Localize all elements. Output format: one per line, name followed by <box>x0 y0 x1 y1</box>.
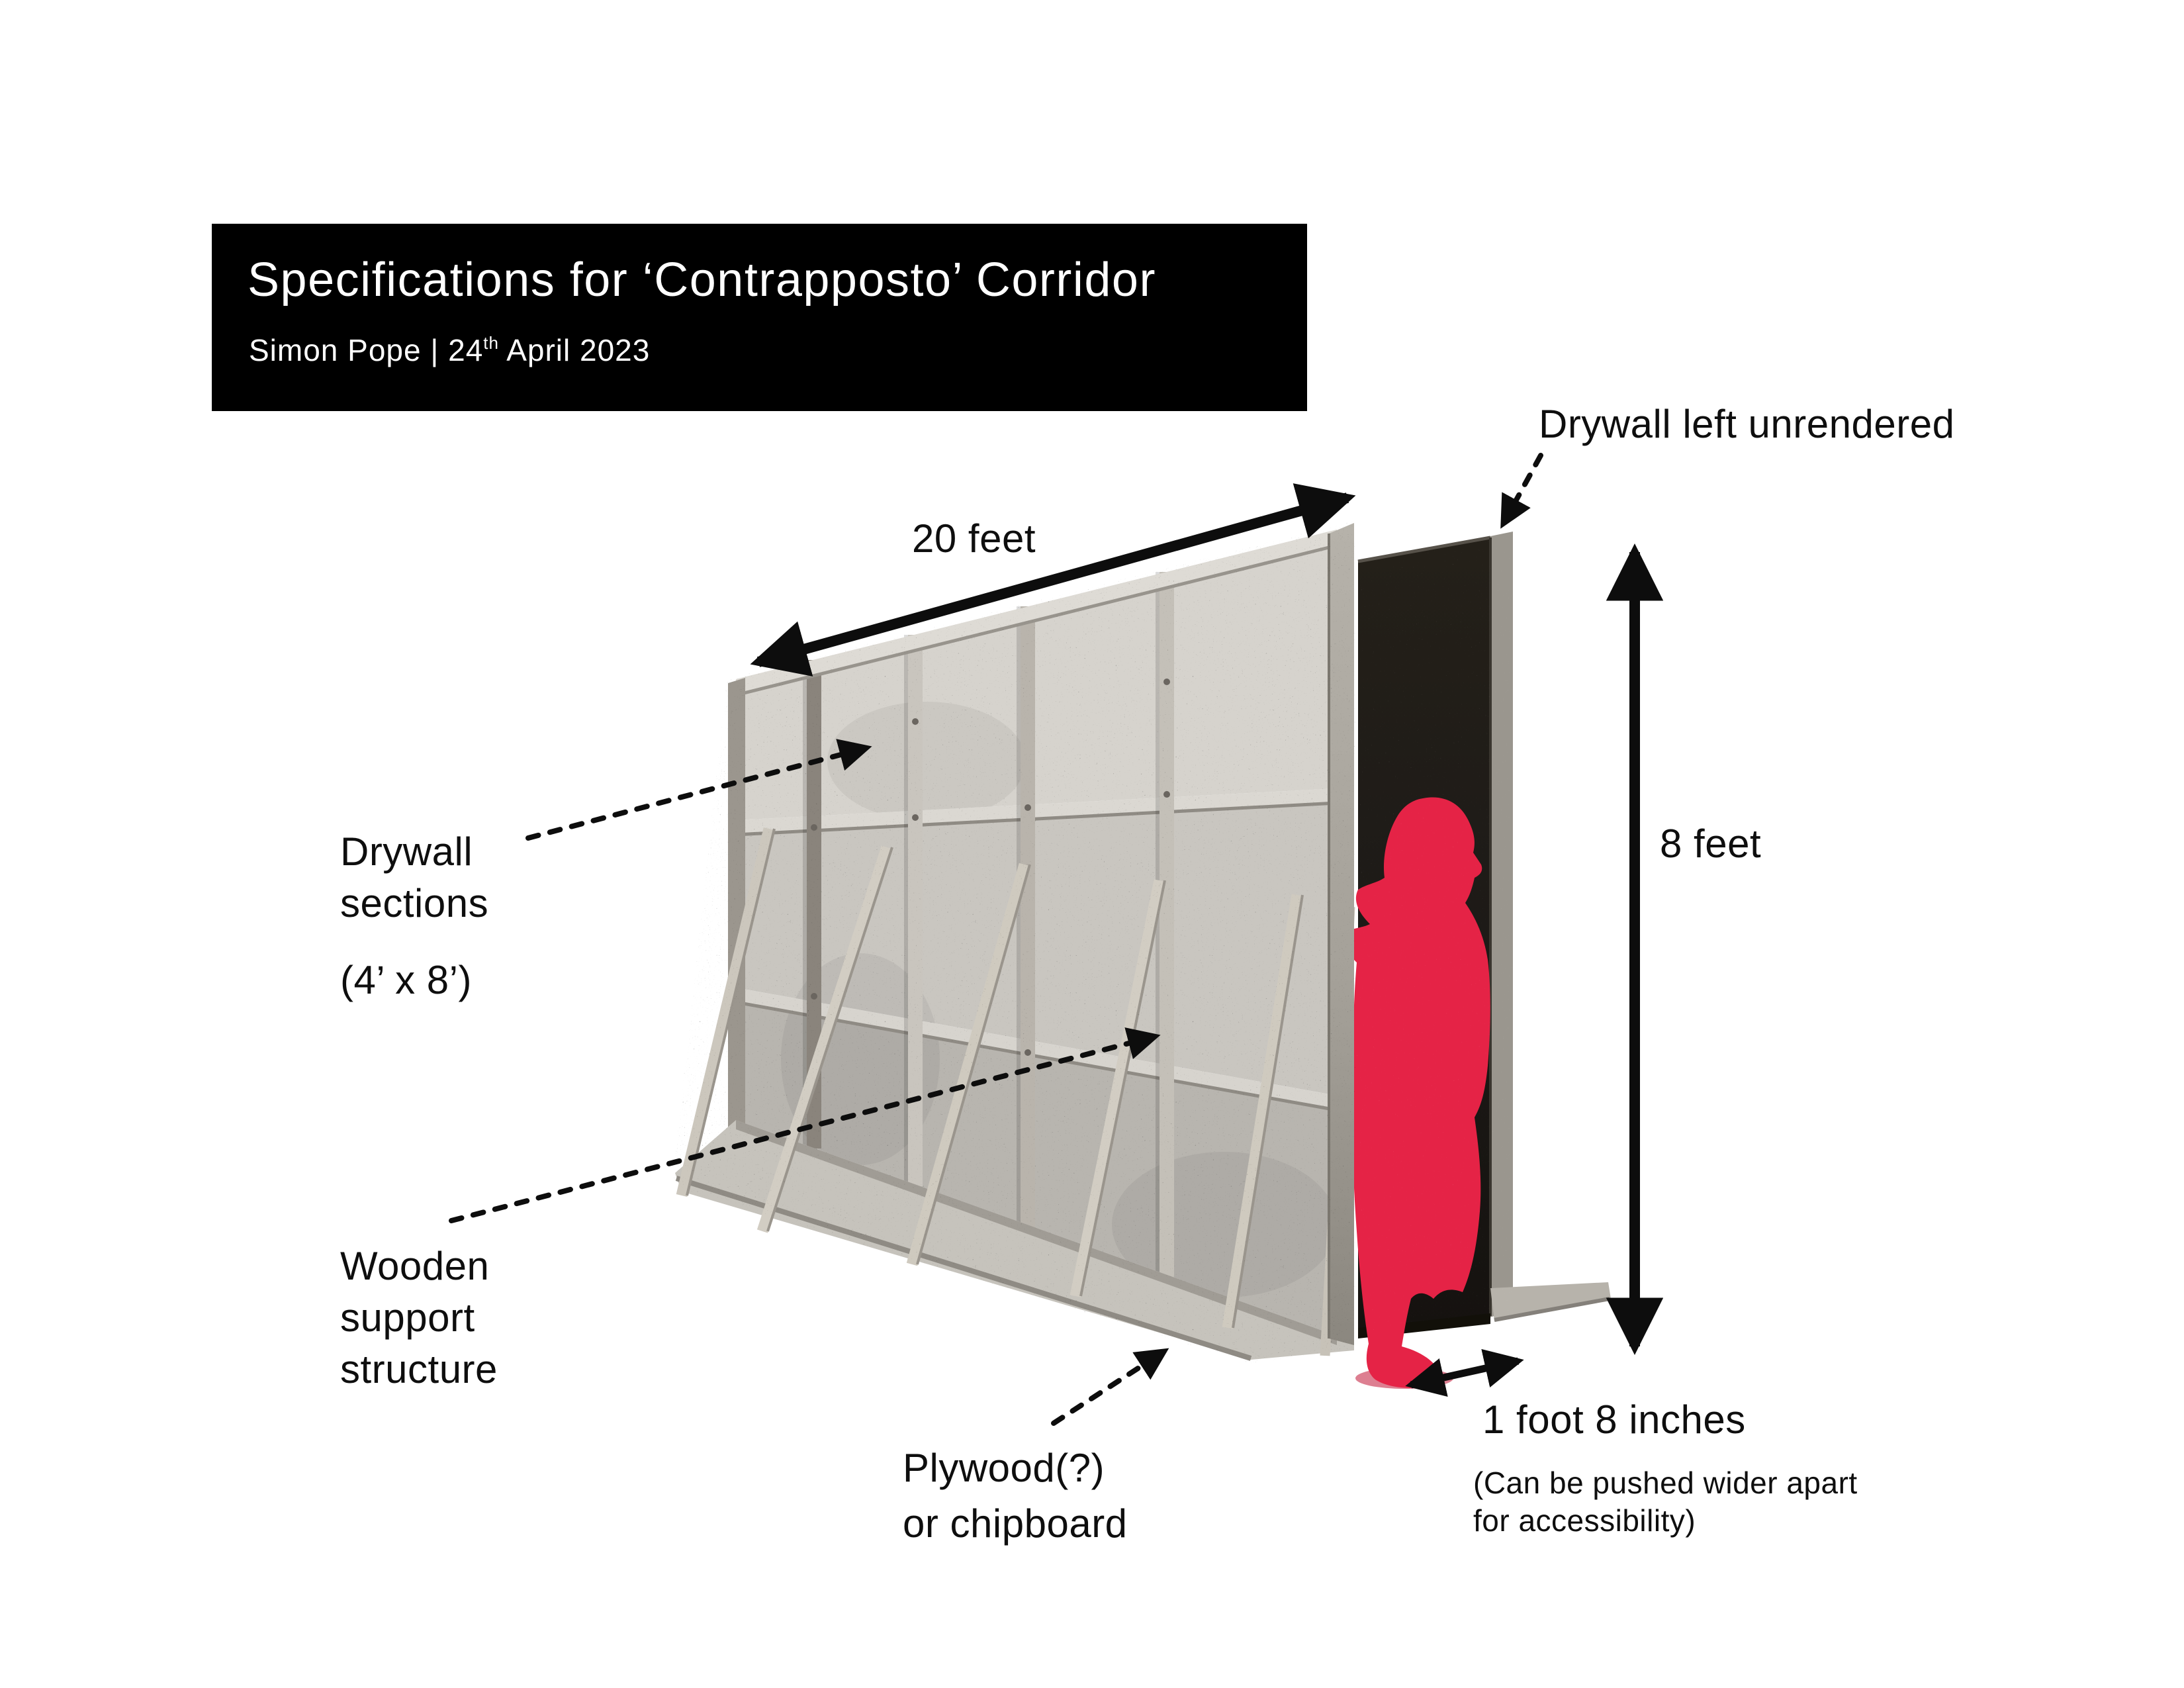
callout-arrow-unrendered-drywall <box>1500 453 1543 529</box>
label-drywall-sections-line1: Drywall <box>340 829 473 874</box>
photo-grain <box>674 520 1513 1364</box>
label-height-8-feet: 8 feet <box>1660 821 1762 866</box>
label-corridor-gap: 1 foot 8 inches <box>1482 1397 1746 1442</box>
label-gap-note: (Can be pushed wider apart for accessibi… <box>1473 1464 1858 1540</box>
annotation-arrows <box>449 453 1664 1426</box>
callout-arrow-drywall-sections <box>525 739 872 841</box>
dimension-arrow-20-feet <box>750 483 1356 677</box>
label-drywall-left-unrendered: Drywall left unrendered <box>1539 402 1955 446</box>
label-wooden-support-line3: structure <box>340 1347 498 1391</box>
label-length-20-feet: 20 feet <box>912 516 1036 561</box>
grain-gray <box>674 520 1355 1364</box>
label-gap-note-line2: for accessibility) <box>1473 1503 1696 1538</box>
unrendered-wall-foot-plank <box>1490 1282 1611 1321</box>
title-block: Specifications for ‘Contrapposto’ Corrid… <box>212 224 1307 411</box>
page-title: Specifications for ‘Contrapposto’ Corrid… <box>248 254 1156 306</box>
label-wooden-support: Wooden support structure <box>340 1241 498 1395</box>
byline-start: Simon Pope | 24 <box>249 333 484 367</box>
callout-arrow-wooden-support <box>449 1027 1161 1223</box>
label-drywall-sections-line2: sections <box>340 881 489 925</box>
label-plywood-line2: or chipboard <box>903 1501 1128 1546</box>
unrendered-foot-front-edge <box>1494 1297 1610 1322</box>
byline: Simon Pope | 24th April 2023 <box>249 332 650 368</box>
byline-end: April 2023 <box>498 333 651 367</box>
label-wooden-support-line2: support <box>340 1295 475 1340</box>
byline-ordinal: th <box>483 333 499 353</box>
label-drywall-sections: Drywall sections <box>340 826 488 929</box>
dimension-arrow-corridor-gap <box>1405 1348 1524 1397</box>
label-plywood-base: Plywood(?) or chipboard <box>903 1440 1128 1552</box>
label-drywall-size: (4’ x 8’) <box>340 958 472 1002</box>
callout-arrow-plywood-base <box>1051 1348 1169 1426</box>
grain-dark <box>1357 530 1513 1333</box>
label-plywood-line1: Plywood(?) <box>903 1446 1105 1490</box>
label-gap-note-line1: (Can be pushed wider apart <box>1473 1466 1858 1500</box>
label-wooden-support-line1: Wooden <box>340 1244 490 1288</box>
